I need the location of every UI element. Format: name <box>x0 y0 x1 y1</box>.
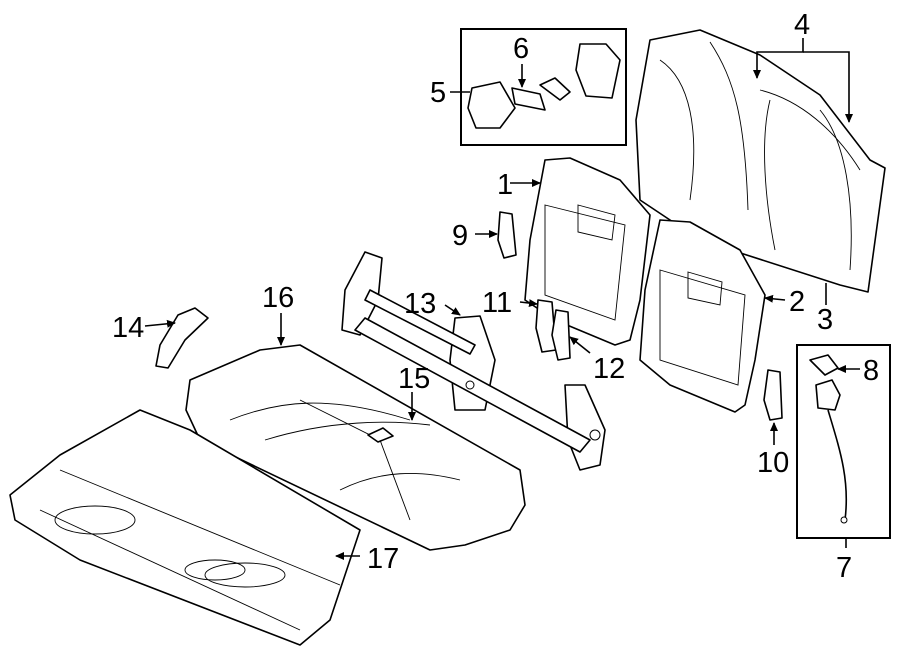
hardware-inset-box <box>460 28 627 146</box>
bracket-part-12 <box>551 309 571 361</box>
seat-cushion <box>185 344 526 551</box>
callout-labels: 1 2 3 4 5 6 7 8 9 10 11 12 13 14 15 16 1… <box>112 9 879 584</box>
callout-11: 11 <box>482 287 512 319</box>
callout-2: 2 <box>789 286 805 318</box>
right-seatback-frame <box>639 219 766 413</box>
callout-14: 14 <box>112 312 144 344</box>
callout-9: 9 <box>452 220 468 252</box>
callout-6: 6 <box>513 33 529 65</box>
callout-17: 17 <box>367 543 399 575</box>
left-seatback-frame <box>524 157 651 346</box>
callout-3: 3 <box>817 304 833 336</box>
callout-1: 1 <box>497 169 513 201</box>
callout-5: 5 <box>430 77 446 109</box>
bracket-part-10 <box>763 369 783 421</box>
leader-lines <box>144 38 860 560</box>
callout-15: 15 <box>398 363 430 395</box>
callout-16: 16 <box>262 282 294 314</box>
callout-7: 7 <box>836 552 852 584</box>
callout-10: 10 <box>757 447 789 479</box>
floor-pan <box>9 409 361 646</box>
callout-8: 8 <box>863 355 879 387</box>
bracket-part-11 <box>535 299 557 353</box>
callout-12: 12 <box>593 353 625 385</box>
bracket-part-9 <box>497 211 517 259</box>
seat-hinge-frame <box>341 251 606 471</box>
harness-inset-box <box>796 344 891 539</box>
trim-part-14 <box>155 307 209 369</box>
callout-13: 13 <box>404 288 436 320</box>
callout-4: 4 <box>794 9 810 41</box>
